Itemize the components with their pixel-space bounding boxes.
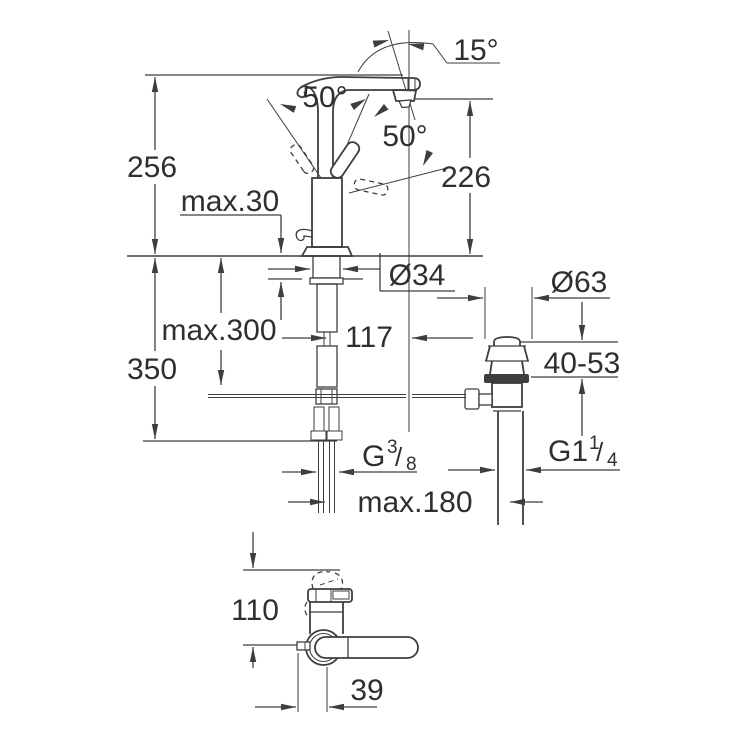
mounting-nut bbox=[309, 277, 344, 285]
rod-clamp-socket bbox=[478, 393, 493, 406]
spout-swivel-angle-label: 15° bbox=[453, 34, 498, 67]
waste-flange-side bbox=[523, 345, 529, 362]
folded-spout-dashed bbox=[304, 601, 310, 618]
spout-underside-outline bbox=[332, 89, 408, 178]
waste-body bbox=[491, 382, 523, 408]
handle-lever-left-position bbox=[289, 143, 315, 175]
svg-text:/: / bbox=[596, 437, 604, 467]
threaded-shank bbox=[312, 255, 341, 279]
waste-flange-side bbox=[485, 345, 491, 362]
supply-thread-label: G 3 / 8 bbox=[362, 437, 417, 475]
flexible-hose-upper bbox=[316, 283, 338, 333]
svg-text:4: 4 bbox=[607, 450, 618, 471]
svg-text:1: 1 bbox=[589, 433, 600, 454]
below-deck-assembly bbox=[208, 255, 466, 513]
rod-stub bbox=[296, 641, 311, 651]
max-hose-drop-label: max.300 bbox=[161, 314, 276, 347]
handle-lever-top-view bbox=[314, 636, 419, 659]
rod-clamp-knob bbox=[464, 388, 480, 410]
connector-nut-right bbox=[326, 430, 343, 441]
svg-text:G: G bbox=[362, 440, 385, 473]
faucet-body bbox=[311, 177, 343, 248]
faucet-base-flange bbox=[300, 246, 354, 257]
handle-angle-left-label: 50° bbox=[302, 81, 347, 114]
aerator-housing bbox=[391, 89, 418, 102]
connector-nut-left bbox=[310, 430, 327, 441]
max-center-distance-label: max.180 bbox=[357, 486, 472, 519]
top-detail-view bbox=[243, 532, 419, 712]
spout-projection-label: 117 bbox=[345, 321, 393, 354]
flexible-hose-lower bbox=[316, 345, 338, 388]
folded-spout-dashed bbox=[311, 570, 331, 590]
handle-angle-right-label: 50° bbox=[382, 120, 427, 153]
pop-up-waste-assembly bbox=[464, 336, 529, 525]
svg-text:G1: G1 bbox=[548, 435, 588, 468]
dimension-labels: 15° 50° 50° 256 226 max.30 max.300 350 Ø… bbox=[127, 34, 620, 707]
hose-connector-right bbox=[328, 406, 340, 432]
svg-text:8: 8 bbox=[406, 454, 417, 475]
handle-lever bbox=[329, 141, 361, 179]
spout-top-outline bbox=[300, 76, 409, 88]
waste-neck bbox=[521, 360, 525, 375]
folded-spout-dashed bbox=[319, 578, 339, 586]
rod-guide-fitting bbox=[315, 388, 338, 405]
spout-back-outline bbox=[296, 85, 319, 178]
spout-outlet-height-label: 226 bbox=[441, 161, 491, 194]
waste-plug-dome bbox=[493, 336, 521, 346]
handle-arc-line-left bbox=[266, 98, 324, 182]
spout-cap-edge bbox=[332, 590, 350, 600]
depth-below-deck-label: 350 bbox=[127, 353, 177, 386]
waste-flange-diameter-label: Ø63 bbox=[551, 266, 608, 299]
aerator-outlet bbox=[398, 99, 412, 109]
svg-text:3: 3 bbox=[387, 437, 398, 458]
waste-thread-label: G1 1 / 4 bbox=[548, 433, 618, 471]
spout-tilt-line bbox=[387, 30, 416, 121]
sealing-washer bbox=[484, 374, 529, 383]
dimension-lines bbox=[151, 36, 620, 506]
spout-end-cap bbox=[408, 77, 421, 91]
pop-up-rod-lever bbox=[295, 228, 313, 242]
waste-neck bbox=[489, 360, 493, 375]
hose-connector-left bbox=[313, 406, 325, 432]
handle-lever-right-position bbox=[353, 178, 389, 196]
faucet-front-view bbox=[266, 76, 448, 257]
total-height-label: 256 bbox=[127, 151, 177, 184]
folded-spout-dashed bbox=[334, 572, 344, 590]
handle-arc-line-right bbox=[348, 167, 448, 194]
rod-offset-label: 39 bbox=[350, 674, 383, 707]
max-deck-thickness-label: max.30 bbox=[181, 185, 279, 218]
folded-height-label: 110 bbox=[231, 594, 279, 627]
svg-text:/: / bbox=[395, 442, 403, 472]
shank-diameter-label: Ø34 bbox=[389, 259, 446, 292]
clamping-range-label: 40-53 bbox=[544, 347, 621, 380]
